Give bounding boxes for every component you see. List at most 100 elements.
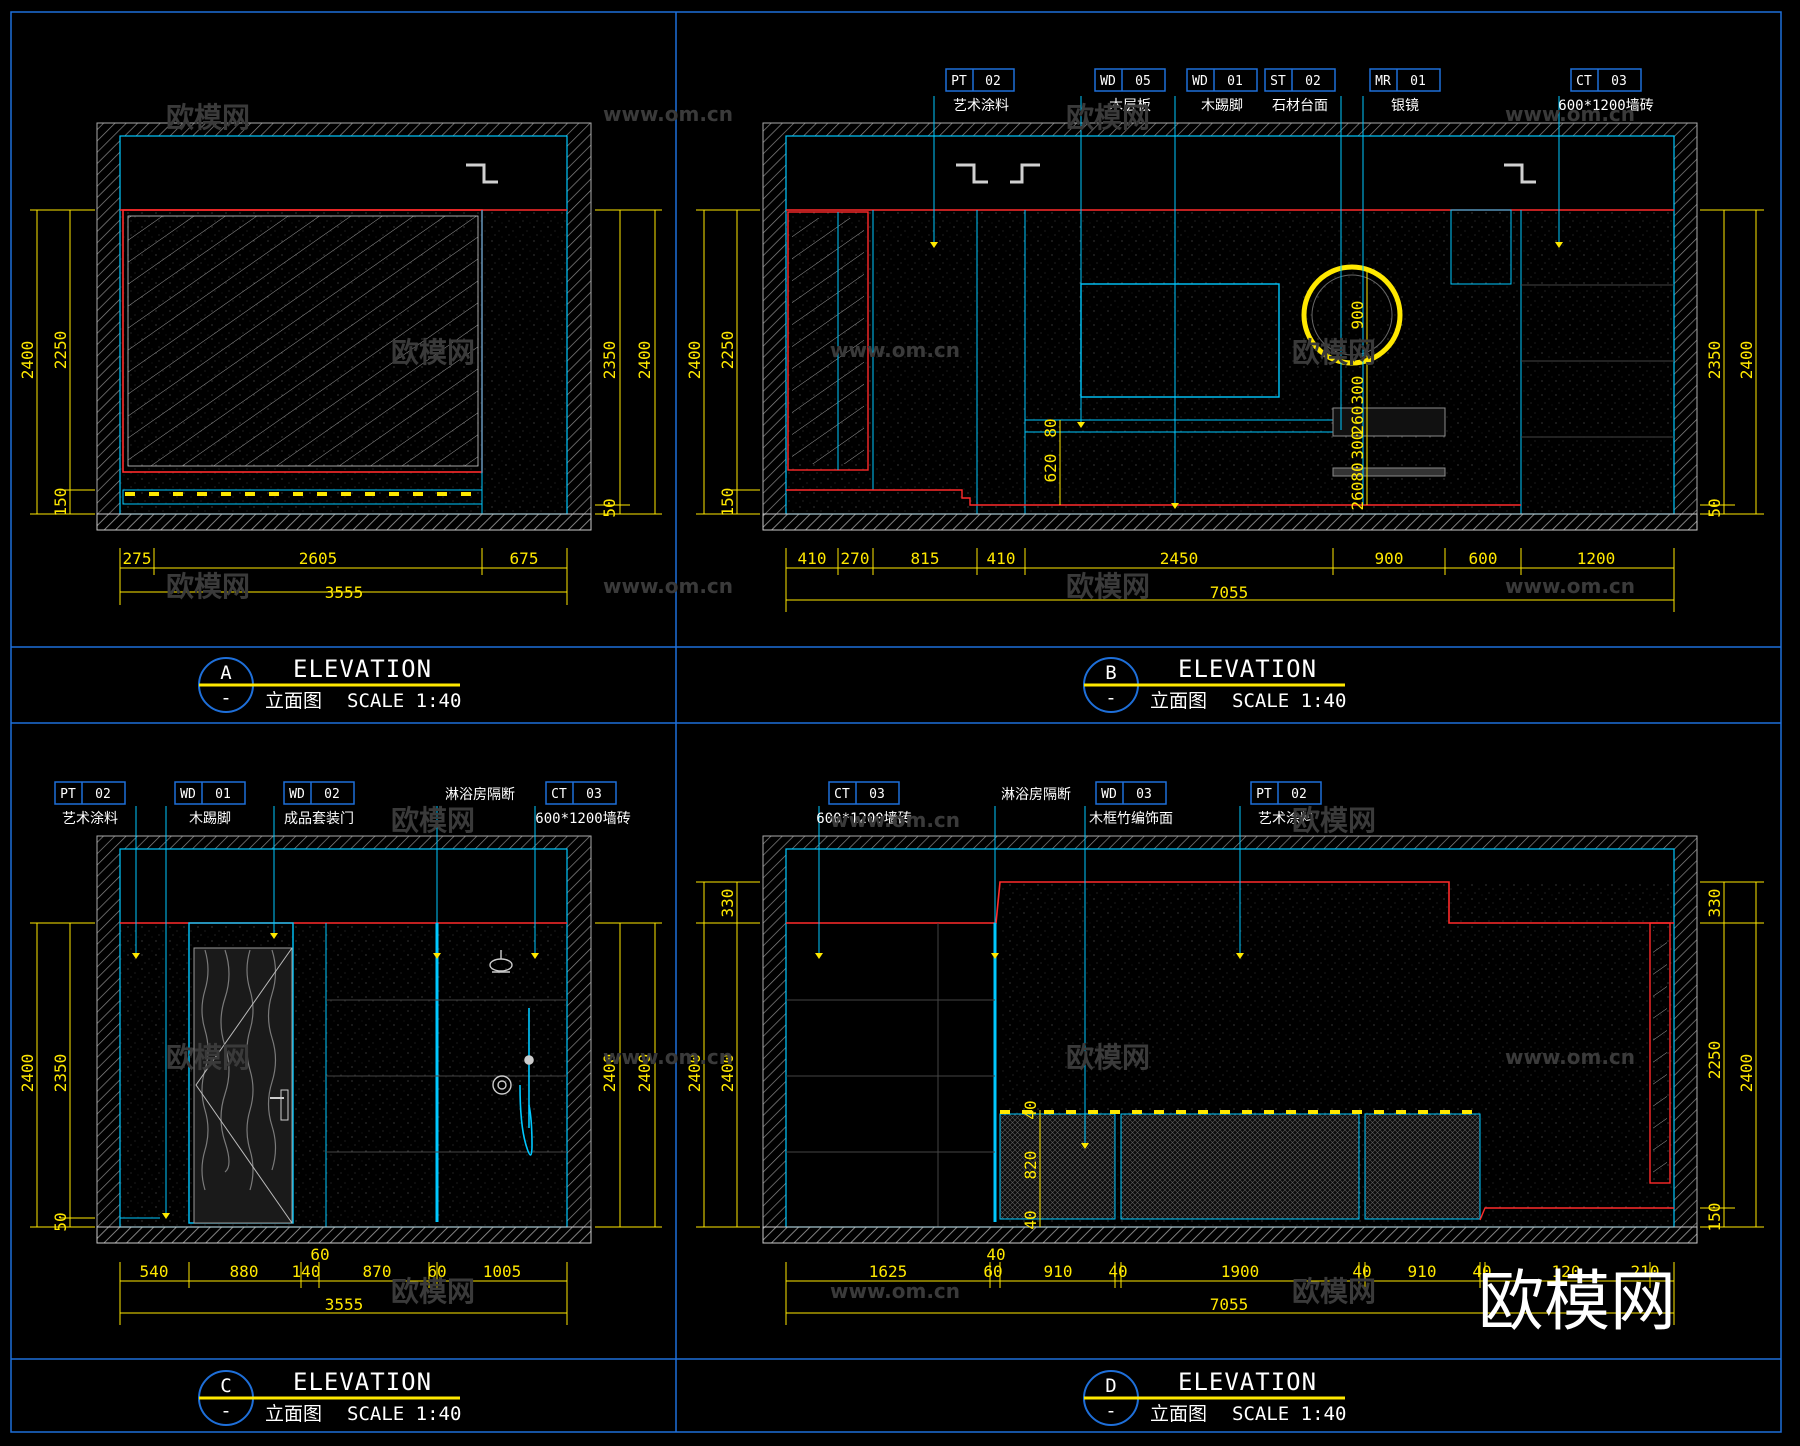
floor-slab — [762, 1226, 1698, 1244]
leader-lines — [135, 806, 536, 1215]
watermark-cn: 欧模网 — [166, 570, 250, 603]
watermarks: 欧模网 www.om.cn 欧模网 www.om.cn 欧模网 www.om.c… — [166, 101, 1635, 1308]
wall-texture — [786, 210, 1674, 514]
watermark-url: www.om.cn — [1505, 574, 1635, 598]
dim-inner: 300 — [1348, 431, 1367, 460]
material-tag: 淋浴房隔断 — [445, 787, 515, 803]
elevation-letter: B — [1105, 662, 1116, 684]
dimension-lines — [696, 881, 1764, 1325]
dim-width-total: 7055 — [1210, 1295, 1249, 1314]
tag-code: PT — [1256, 787, 1272, 802]
dim-width-seg: 120 — [1552, 1262, 1581, 1281]
dim-inner: 40 — [1021, 1100, 1040, 1119]
tag-number: 02 — [95, 787, 111, 802]
dim-height-right-base: 150 — [1705, 1203, 1724, 1232]
elevation-scale: SCALE 1:40 — [347, 1403, 461, 1425]
dim-width-seg: 1625 — [869, 1262, 908, 1281]
watermark-cn: 欧模网 — [166, 101, 250, 134]
watermark-cn: 欧模网 — [1066, 570, 1150, 603]
dim-inner: 820 — [1021, 1151, 1040, 1180]
pipe-fitting — [1010, 163, 1040, 184]
dim-height-base: 150 — [718, 488, 737, 517]
step-line — [1479, 1207, 1674, 1221]
tag-code: WD — [289, 787, 305, 802]
watermark-cn: 欧模网 — [1066, 1041, 1150, 1074]
elevation-dash: - — [220, 1400, 231, 1422]
shower-head-icon — [489, 950, 513, 973]
tag-number: 03 — [1611, 74, 1627, 89]
dim-width-seg: 910 — [1044, 1262, 1073, 1281]
dim-width-seg: 410 — [798, 549, 827, 568]
bamboo-panel — [999, 1113, 1116, 1220]
dim-width-seg-2: 2605 — [299, 549, 338, 568]
tag-label: 成品套装门 — [284, 811, 354, 827]
tag-code: PT — [951, 74, 967, 89]
tag-number: 03 — [869, 787, 885, 802]
bench-ledge — [122, 489, 483, 505]
dim-inner: 260 — [1348, 406, 1367, 435]
hand-shower-icon — [519, 1008, 534, 1156]
dim-width-seg-1: 275 — [123, 549, 152, 568]
dim-height-ceiling: 2250 — [718, 331, 737, 370]
tag-label: 淋浴房隔断 — [1001, 787, 1071, 803]
tag-code: WD — [1100, 74, 1116, 89]
dim-width-seg: 270 — [841, 549, 870, 568]
dim-width-seg: 210 — [1631, 1262, 1660, 1281]
elevation-dash: - — [220, 687, 231, 709]
dim-height-right: 2250 — [1705, 1041, 1724, 1080]
tag-label: 木踢脚 — [189, 811, 231, 827]
pipe-fitting — [466, 163, 498, 184]
watermark-cn: 欧模网 — [391, 1275, 475, 1308]
leader-arrows — [815, 953, 1244, 1149]
elevation-letter: C — [220, 1375, 231, 1397]
tag-label: 木框竹编饰面 — [1089, 811, 1173, 827]
window-glass — [127, 215, 479, 467]
dim-inner: 80 — [1348, 462, 1367, 481]
dim-height-total: 2400 — [685, 341, 704, 380]
window-frame — [1649, 922, 1671, 1184]
dim-inner: 900 — [1348, 301, 1367, 330]
dim-width-seg: 540 — [140, 1262, 169, 1281]
dim-height-right-top: 330 — [1705, 889, 1724, 918]
title-block-d: D - ELEVATION 立面图 SCALE 1:40 — [1083, 1368, 1346, 1426]
material-tag: 淋浴房隔断 — [1001, 787, 1071, 803]
material-tag: WD 02 成品套装门 — [283, 781, 355, 827]
elevation-letter: D — [1105, 1375, 1116, 1397]
tag-code: WD — [1192, 74, 1208, 89]
dim-width-seg-3: 675 — [510, 549, 539, 568]
dim-height-right-total: 2400 — [635, 341, 654, 380]
dim-height-base: 150 — [51, 488, 70, 517]
elevation-title: ELEVATION — [293, 1368, 432, 1396]
dim-width-seg: 870 — [363, 1262, 392, 1281]
round-mirror — [1301, 264, 1403, 366]
dim-width-seg: 410 — [987, 549, 1016, 568]
leader-arrows — [930, 242, 1563, 509]
dim-width-seg: 600 — [1469, 549, 1498, 568]
dim-inner: 80 — [1041, 418, 1060, 437]
elevation-b: PT 02 艺术涂料 WD 05 木层板 WD 01 木踢脚 ST 02 石材台… — [685, 68, 1764, 713]
material-tag: WD 01 木踢脚 — [1186, 68, 1258, 114]
dim-height-total: 2400 — [18, 1054, 37, 1093]
watermark-cn: 欧模网 — [1292, 804, 1376, 837]
pipe-fitting — [956, 163, 988, 184]
watermark-url: www.om.cn — [830, 808, 960, 832]
tag-label: 600*1200墙砖 — [816, 811, 911, 827]
elevation-letter: A — [220, 662, 232, 684]
window-glass — [792, 218, 864, 464]
watermark-url: www.om.cn — [603, 1045, 733, 1069]
elevation-c: PT 02 艺术涂料 WD 01 木踢脚 WD 02 成品套装门 淋浴房隔断 C… — [18, 781, 662, 1426]
dim-height-right-total: 2400 — [1737, 1054, 1756, 1093]
dim-width-seg: 815 — [911, 549, 940, 568]
dim-width-total: 3555 — [325, 583, 364, 602]
tag-label: 木踢脚 — [1201, 98, 1243, 114]
watermark-url: www.om.cn — [1505, 102, 1635, 126]
dimension-lines — [30, 922, 662, 1325]
title-block-a: A - ELEVATION 立面图 SCALE 1:40 — [198, 655, 461, 713]
sheet-frame — [10, 11, 1782, 1433]
tag-code: CT — [1576, 74, 1592, 89]
dim-width-seg: 60 — [427, 1262, 446, 1281]
dim-height-right-base: 50 — [1705, 498, 1724, 517]
dim-top: 40 — [986, 1245, 1005, 1264]
dim-height-total: 2400 — [18, 341, 37, 380]
